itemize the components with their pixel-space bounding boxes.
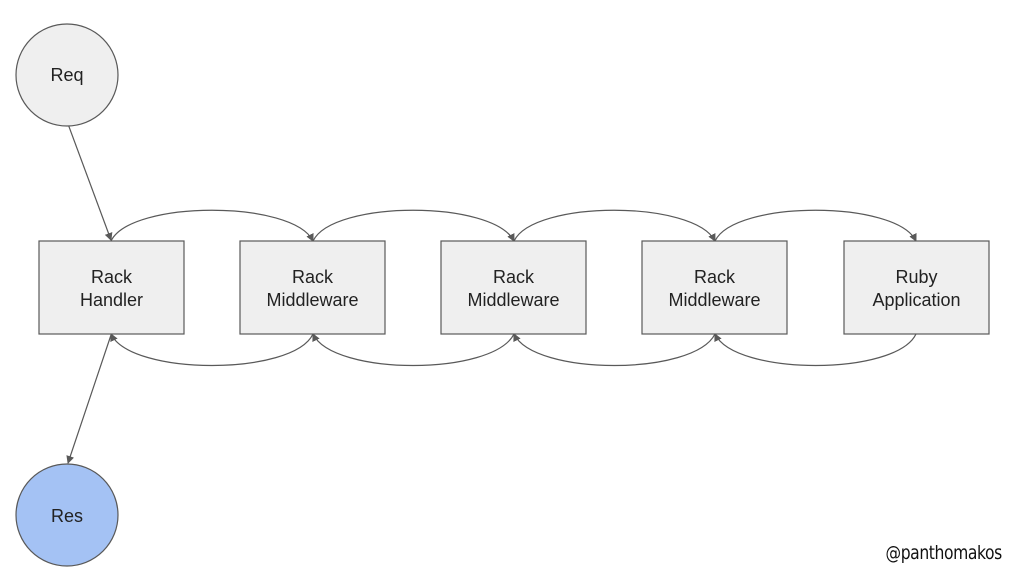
return-arrow-2 [513,333,716,367]
forward-arrow-4 [714,209,917,242]
forward-arrow-2 [312,209,515,242]
chain-box-1: Rack Handler [38,240,185,335]
rack-middleware-box-2 [440,240,587,335]
response-node: Res [15,463,119,567]
request-node: Req [15,23,119,127]
chain-box-1-line1: Rack [91,267,133,287]
rack-middleware-box-1 [239,240,386,335]
response-label: Res [51,506,83,526]
response-arrow [66,334,112,464]
forward-arrows [110,209,917,242]
chain-box-3-line1: Rack [493,267,535,287]
rack-middleware-box-3 [641,240,788,335]
response-circle [15,463,119,567]
chain-box-4-line2: Middleware [668,290,760,310]
author-credit: @panthomakos [885,542,1003,564]
chain-box-5-line2: Application [872,290,960,310]
chain-box-3: Rack Middleware [440,240,587,335]
forward-arrow-1 [110,209,314,242]
chain-box-5: Ruby Application [843,240,990,335]
forward-arrow-3 [513,209,716,242]
chain-box-2-line1: Rack [292,267,334,287]
chain-box-3-line2: Middleware [467,290,559,310]
ruby-application-box [843,240,990,335]
return-arrow-3 [312,333,515,367]
chain-box-4: Rack Middleware [641,240,788,335]
return-arrow-1 [714,333,917,367]
request-circle [15,23,119,127]
request-arrow [67,123,113,241]
return-arrow-4 [110,333,314,367]
chain-box-2: Rack Middleware [239,240,386,335]
request-label: Req [50,65,83,85]
return-arrows [110,333,917,367]
chain-box-5-line1: Ruby [895,267,937,287]
chain-box-1-line2: Handler [80,290,143,310]
rack-handler-box [38,240,185,335]
chain-box-4-line1: Rack [694,267,736,287]
chain-box-2-line2: Middleware [266,290,358,310]
